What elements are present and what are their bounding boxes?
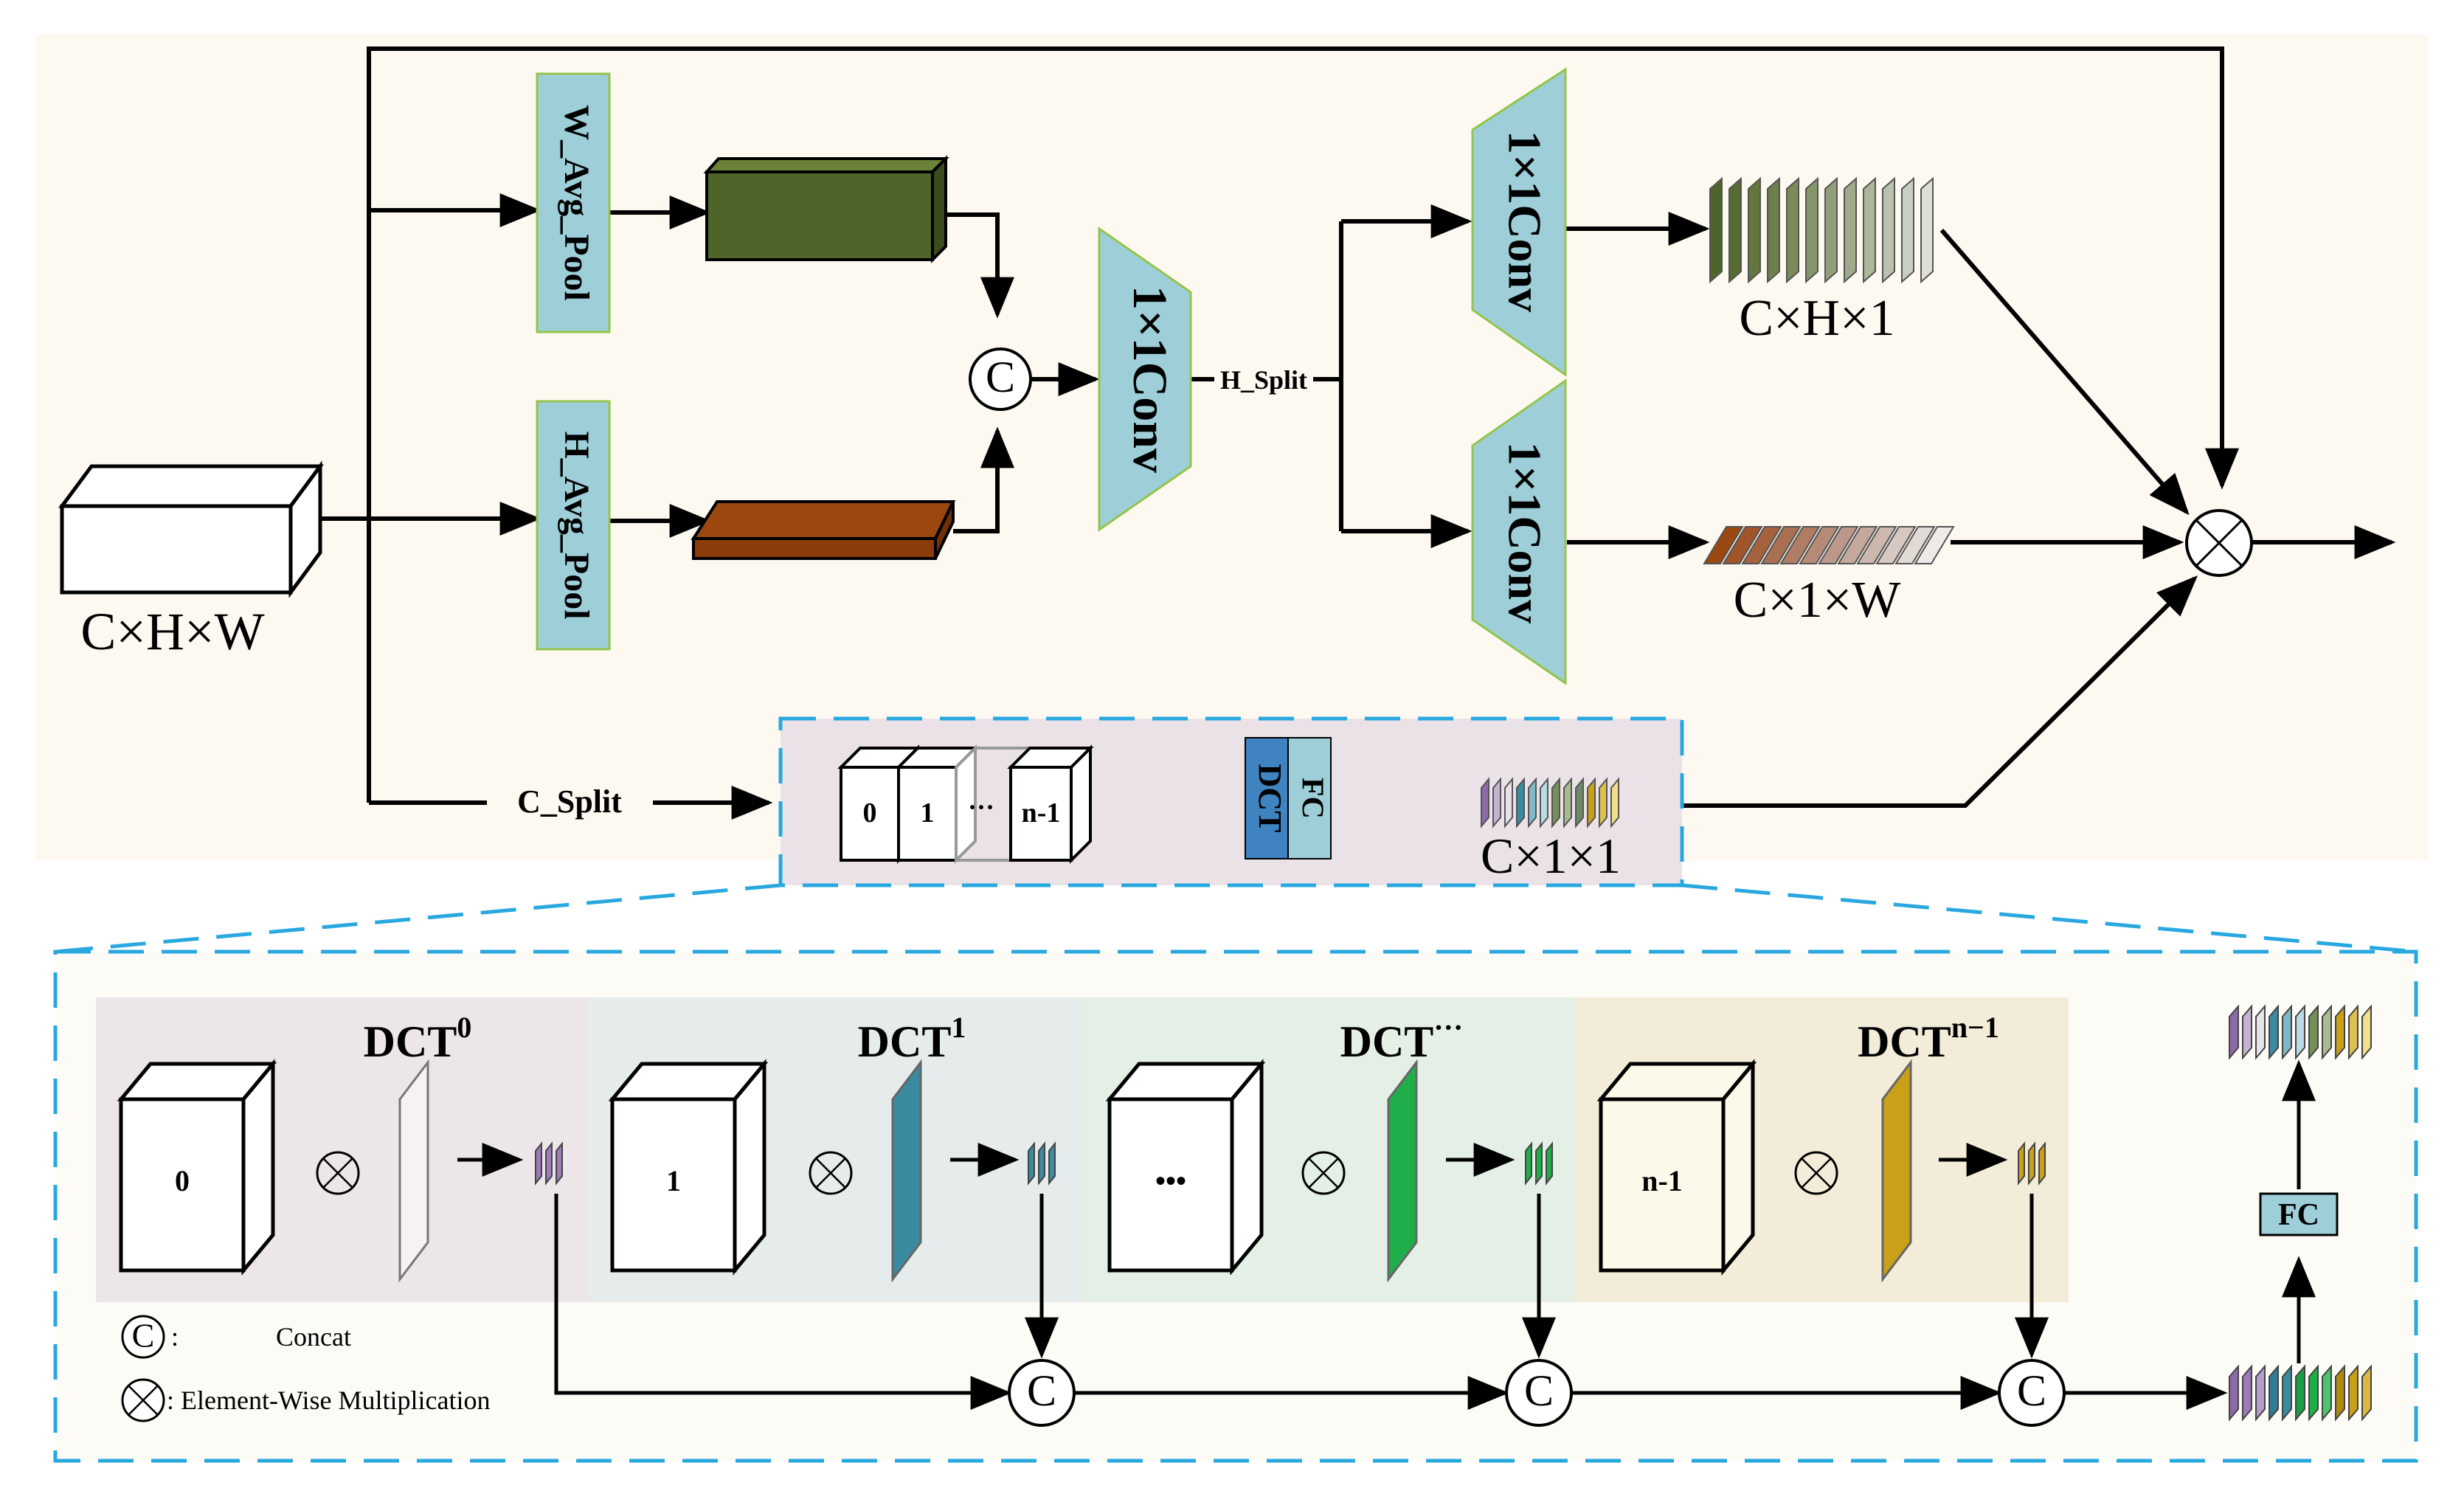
multiply-node — [2185, 509, 2253, 577]
panel-1-output-vector — [1028, 1141, 1056, 1186]
w-pool-output-block — [703, 155, 949, 263]
h-avg-pool-box — [536, 400, 611, 651]
h-avg-pool-label: H_Avg_Pool — [557, 431, 596, 619]
chx1-attention-bars — [1709, 176, 1934, 284]
legend: C : Concat : Element-Wise Multiplication — [121, 1315, 490, 1422]
input-label: C×H×W — [80, 602, 264, 661]
detail-concat-node-3 — [1998, 1359, 2066, 1427]
c-split-label: C_Split — [517, 783, 622, 820]
detail-concat-symbol-3: C — [2017, 1366, 2046, 1415]
panel-0-cube — [117, 1059, 277, 1276]
input-feature-block — [58, 460, 324, 598]
detail-concat-symbol-1: C — [1027, 1366, 1056, 1415]
legend-multiply-icon — [121, 1378, 165, 1422]
w-avg-pool-box — [536, 72, 611, 333]
legend-mult-text: : Element-Wise Multiplication — [167, 1386, 490, 1415]
legend-concat-text: Concat — [276, 1322, 351, 1352]
conv-bottom-label: 1×1Conv — [1498, 442, 1551, 623]
panel-2-multiply-icon — [1301, 1151, 1346, 1195]
c1x1-label: C×1×1 — [1481, 828, 1621, 884]
fc-label: FC — [1295, 778, 1329, 819]
panel-1-multiply-icon — [809, 1151, 853, 1195]
panel-2-output-vector — [1525, 1141, 1553, 1186]
panel-0-dct-title: DCT0 — [364, 1011, 472, 1066]
panel-2-cube — [1105, 1059, 1266, 1276]
h-pool-output-block — [691, 500, 956, 560]
connector-lines — [320, 46, 2396, 823]
panel-3-output-vector — [2018, 1141, 2046, 1186]
conv-bottom-box — [1471, 378, 1567, 685]
split-cubes — [837, 744, 1094, 864]
conv-top-box — [1471, 67, 1567, 377]
c1xw-label: C×1×W — [1734, 572, 1901, 629]
zoom-guides — [53, 883, 2418, 1463]
conv-main-label: 1×1Conv — [1123, 286, 1177, 473]
panel-2-dct-basis — [1387, 1059, 1418, 1283]
dct-label: DCT — [1252, 764, 1288, 833]
panel-3-dct-basis — [1881, 1059, 1912, 1283]
panel-0-dct-basis — [398, 1059, 429, 1283]
concat-symbol: C — [986, 353, 1015, 401]
panel-3-dct-title: DCTn−1 — [1858, 1011, 1999, 1066]
concatenated-vector — [2229, 1364, 2372, 1422]
legend-concat-sep: : — [171, 1322, 179, 1352]
split-cube-dots-label: ··· — [968, 792, 994, 822]
fc-box — [1287, 737, 1332, 859]
panel-1-cube — [608, 1059, 769, 1276]
panel-0-output-vector — [535, 1141, 563, 1186]
conv-main-box — [1098, 226, 1192, 532]
panel-0-cube-label: 0 — [175, 1164, 190, 1197]
detail-concat-node-1 — [1008, 1359, 1076, 1427]
c1x1-attention-bars — [1481, 777, 1619, 828]
split-cube-1-label: 1 — [921, 798, 935, 828]
panel-0-multiply-icon — [316, 1151, 360, 1195]
detail-concat-node-2 — [1505, 1359, 1573, 1427]
panel-2-dct-title: DCT··· — [1340, 1011, 1464, 1066]
concat-node — [969, 347, 1032, 411]
split-cube-n1-label: n-1 — [1022, 798, 1061, 828]
panel-2-cube-label: ••• — [1155, 1164, 1186, 1197]
chx1-label: C×H×1 — [1739, 290, 1894, 347]
legend-concat-icon — [121, 1315, 165, 1359]
conv-top-label: 1×1Conv — [1498, 131, 1551, 312]
c1xw-attention-bars — [1703, 526, 1955, 564]
detail-fc-box — [2259, 1192, 2339, 1236]
dct-box — [1245, 737, 1289, 859]
detail-connector-lines — [457, 1059, 2316, 1410]
final-output-vector — [2229, 1004, 2372, 1060]
detail-fc-label: FC — [2278, 1198, 2319, 1232]
legend-concat-symbol: C — [132, 1317, 155, 1355]
h-split-label: H_Split — [1220, 365, 1307, 395]
panel-3-cube-label: n-1 — [1641, 1164, 1683, 1197]
panel-1-cube-label: 1 — [666, 1164, 681, 1197]
split-cube-0-label: 0 — [863, 798, 877, 828]
w-avg-pool-label: W_Avg_Pool — [557, 105, 596, 301]
panel-1-dct-title: DCT1 — [858, 1011, 966, 1066]
panel-3-multiply-icon — [1794, 1151, 1838, 1195]
detail-concat-symbol-2: C — [1524, 1366, 1554, 1415]
panel-3-cube — [1596, 1059, 1757, 1276]
panel-1-dct-basis — [891, 1059, 922, 1283]
